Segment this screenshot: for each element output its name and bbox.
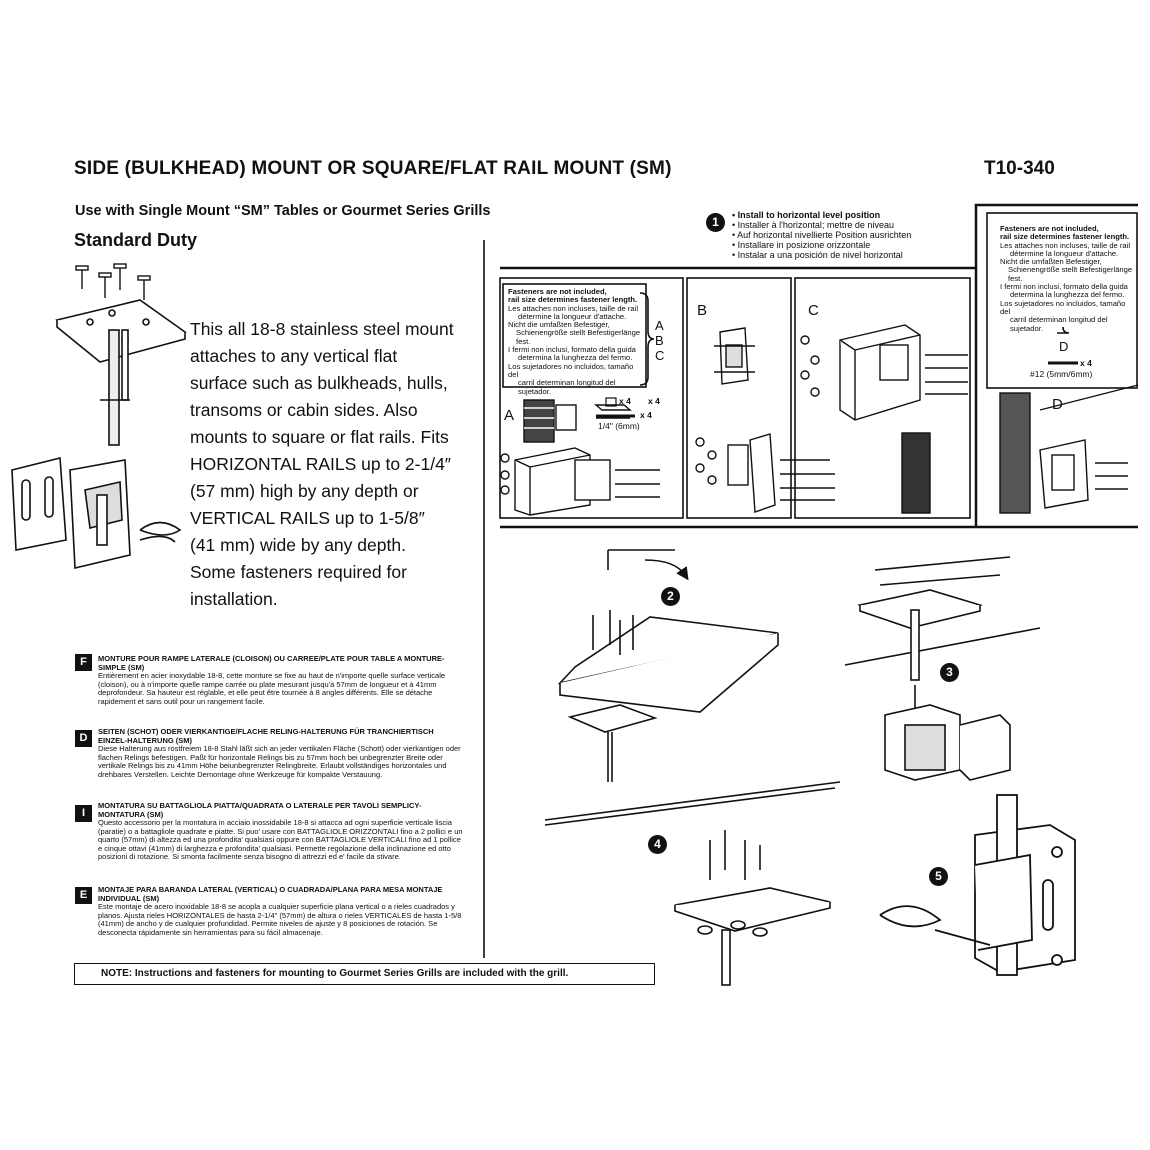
fastener-abc-frame: [502, 283, 647, 388]
step-3-badge: 3: [940, 663, 959, 682]
step-1-instructions: • Install to horizontal level position •…: [732, 210, 911, 260]
page-subtitle: Use with Single Mount “SM” Tables or Gou…: [75, 203, 491, 219]
panel-d-illustration: [999, 384, 1139, 514]
page-title: SIDE (BULKHEAD) MOUNT OR SQUARE/FLAT RAI…: [74, 158, 672, 179]
fastener-d-frame: [986, 212, 1138, 389]
instruction-line: • Auf horizontal nivellierte Position au…: [732, 230, 912, 240]
bracket-illustration: [11, 456, 182, 569]
qty-washer: x 4: [619, 396, 631, 406]
fasteners-abc-note: Fasteners are not included, rail size de…: [508, 287, 643, 396]
lang-title: MONTURE POUR RAMPE LATERALE (CLOISON) OU…: [98, 654, 445, 672]
instruction-line: • Installer à l'horizontal; mettre de ni…: [732, 220, 894, 230]
description-line: (41 mm) wide by any depth.: [190, 535, 406, 555]
fastener-line: détermine la longueur d'attache.: [518, 311, 627, 321]
fastener-d-qty: x 4: [1080, 358, 1092, 368]
description-line: This all 18-8 stainless steel mount: [190, 319, 454, 339]
fastener-line: Fasteners are not included,: [508, 287, 607, 296]
step2-illustration: [557, 549, 779, 782]
panel-c-frame: [794, 277, 971, 519]
fasteners-d-note: Fasteners are not included, rail size de…: [1000, 224, 1135, 333]
qty-nut: x 4: [648, 396, 660, 406]
instruction-line: • Instalar a una posición de nivel horiz…: [732, 250, 903, 260]
step-4-badge: 4: [648, 835, 667, 854]
instruction-line: • Install to horizontal level position: [732, 210, 881, 220]
step4-illustration: [544, 781, 841, 986]
fastener-line: Los sujetadores no incluidos, tamaño del: [1000, 298, 1126, 316]
lang-body: Entièrement en acier inoxydable 18-8, ce…: [98, 671, 446, 706]
mount-plate-illustration: [55, 299, 187, 446]
step-2-badge: 2: [661, 587, 680, 606]
fastener-line: Schienengröße stellt Befestigerlänge fes…: [516, 328, 641, 346]
description-line: mounts to square or flat rails. Fits: [190, 427, 449, 447]
fastener-line: Les attaches non incluses, taille de rai…: [508, 303, 639, 313]
letter-b: B: [655, 333, 664, 348]
panel-b-label: B: [697, 302, 708, 319]
description-line: surface such as bulkheads, hulls,: [190, 373, 448, 393]
duty-heading: Standard Duty: [74, 230, 198, 250]
panel-b-illustration: [695, 327, 835, 513]
top-frame-line: [500, 203, 1138, 270]
fastener-line: Les attaches non incluses, taille de rai…: [1000, 240, 1131, 250]
product-description: This all 18-8 stainless steel mount atta…: [190, 316, 490, 613]
fastener-line: I fermi non inclusi, formato della guida: [1000, 282, 1128, 292]
lang-badge: F: [75, 654, 92, 671]
fastener-line: détermine la longueur d'attache.: [1010, 248, 1119, 258]
panel-c-illustration: [800, 324, 968, 514]
note-text: NOTE: Instructions and fasteners for mou…: [101, 968, 569, 979]
letter-c: C: [655, 348, 665, 363]
bolt-size: 1/4" (6mm): [598, 421, 640, 431]
fastener-d-size: #12 (5mm/6mm): [1030, 369, 1093, 379]
lang-title: SEITEN (SCHOT) ODER VIERKANTIGE/FLACHE R…: [98, 727, 434, 745]
fastener-line: determina la lunghezza del fermo.: [518, 353, 633, 363]
fastener-line: determina la lunghezza del fermo.: [1010, 290, 1125, 300]
screws-illustration: [75, 263, 151, 300]
note-box: NOTE: Instructions and fasteners for mou…: [74, 963, 655, 985]
description-line: transoms or cabin sides. Also: [190, 400, 418, 420]
instruction-line: • Installare in posizione orizzontale: [732, 240, 871, 250]
description-line: VERTICAL RAILS up to 1-5/8″: [190, 508, 425, 528]
lang-body: Diese Halterung aus rostfreiem 18-8 Stah…: [98, 744, 461, 779]
lang-body: Este montaje de acero inoxidable 18-8 se…: [98, 902, 462, 937]
panel-a-illustration: [500, 399, 660, 516]
lang-title: MONTAJE PARA BARANDA LATERAL (VERTICAL) …: [98, 885, 443, 903]
step3-illustration: [844, 556, 1041, 781]
fastener-line: Schienengröße stellt Befestigerlänge fes…: [1008, 265, 1133, 283]
qty-bolt: x 4: [640, 410, 652, 420]
panel-a-label: A: [504, 407, 515, 424]
lang-title: MONTATURA SU BATTAGLIOLA PIATTA/QUADRATA…: [98, 801, 422, 819]
description-line: (57 mm) high by any depth or: [190, 481, 419, 501]
lang-badge: E: [75, 887, 92, 904]
panel-b-frame: [686, 277, 792, 519]
step5-illustration: [879, 794, 1076, 976]
panel-a-frame: [499, 277, 684, 519]
description-line: attaches to any vertical flat: [190, 346, 398, 366]
panel-c-label: C: [808, 302, 819, 319]
step-1-badge: 1: [706, 213, 725, 232]
product-code: T10-340: [984, 158, 1055, 179]
fastener-letters: A B C: [655, 318, 664, 363]
fastener-line: carril determinan longitud del sujetador…: [1010, 315, 1108, 333]
fastener-line: rail size determines fastener length.: [1000, 232, 1130, 242]
fastener-line: Nicht die umfaßten Befestiger,: [508, 320, 610, 330]
lang-body: Questo accessorio per la montatura in ac…: [98, 818, 463, 862]
fastener-line: rail size determines fastener length.: [508, 295, 638, 305]
fastener-line: Nicht die umfaßten Befestiger,: [1000, 257, 1102, 267]
lang-badge: D: [75, 730, 92, 747]
fastener-line: carril determinan longitud del sujetador…: [518, 378, 616, 396]
fastener-line: Los sujetadores no incluidos, tamaño del: [508, 361, 634, 379]
description-line: HORIZONTAL RAILS up to 2-1/4″: [190, 454, 452, 474]
description-line: installation.: [190, 589, 278, 609]
panel-d-label: D: [1052, 396, 1063, 413]
fastener-d-letter: D: [1059, 339, 1069, 354]
fastener-line: I fermi non inclusi, formato della guida: [508, 345, 636, 355]
letter-a: A: [655, 318, 664, 333]
lang-badge: I: [75, 805, 92, 822]
description-line: Some fasteners required for: [190, 562, 407, 582]
step-5-badge: 5: [929, 867, 948, 886]
fastener-line: Fasteners are not included,: [1000, 224, 1099, 233]
